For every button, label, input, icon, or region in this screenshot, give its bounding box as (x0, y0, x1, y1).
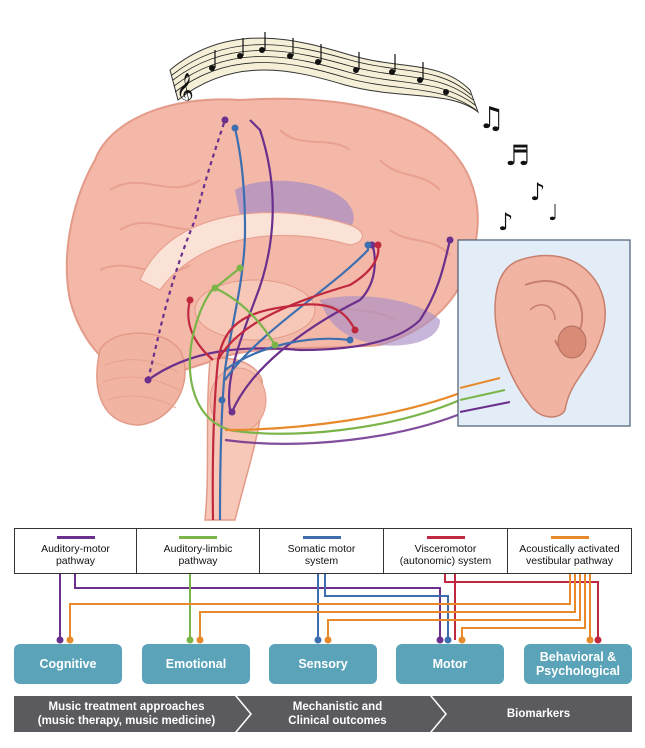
outcome-sensory: Sensory (269, 644, 377, 684)
pathway-label-line2: pathway (178, 554, 218, 567)
pathway-color-bar (426, 535, 465, 539)
svg-text:♪: ♪ (530, 178, 545, 206)
pathway-label-line1: Somatic motor (287, 542, 356, 555)
svg-text:♫: ♫ (478, 101, 505, 136)
pathway-color-bar (56, 535, 95, 539)
neural-pathways (144, 116, 481, 521)
outcome-motor: Motor (396, 644, 504, 684)
pathway-label-line2: system (304, 554, 339, 567)
brain-icon (65, 97, 479, 521)
outcome-emotional: Emotional (142, 644, 250, 684)
stage-line2: Clinical outcomes (288, 715, 387, 727)
outcome-label-line1: Behavioral & (539, 650, 617, 664)
svg-text:♪: ♪ (498, 208, 513, 236)
outcome-cognitive: Cognitive (14, 644, 122, 684)
pathway-color-bar (302, 535, 341, 539)
pathway-visceromotor: Visceromotor (autonomic) system (383, 528, 508, 574)
stage-line1: Mechanistic and (292, 701, 383, 713)
pathway-color-bar (550, 535, 589, 539)
stage-line1: Music treatment approaches (48, 701, 205, 713)
pathway-label-line2: (autonomic) system (399, 554, 492, 567)
outcome-behavioral-psychological: Behavioral & Psychological (524, 644, 632, 684)
pathway-label-line2: pathway (55, 554, 96, 567)
stage-treatment-approaches: Music treatment approaches (music therap… (14, 696, 239, 732)
pathway-connectors (59, 574, 599, 640)
pathway-label-line1: Acoustically activated (519, 542, 620, 555)
stage-outcomes: Mechanistic and Clinical outcomes (245, 696, 430, 732)
ear-icon (457, 239, 631, 427)
stage-biomarkers: Biomarkers (506, 708, 571, 720)
pathway-color-bar (179, 535, 217, 539)
pathway-auditory-motor: Auditory-motor pathway (14, 528, 137, 574)
svg-text:♬: ♬ (505, 139, 530, 172)
svg-text:𝄞: 𝄞 (176, 73, 194, 109)
pathway-vestibular: Acoustically activated vestibular pathwa… (507, 528, 632, 574)
stage-banner (14, 696, 632, 732)
outcome-label-line2: Psychological (535, 664, 621, 678)
pathway-auditory-limbic: Auditory-limbic pathway (136, 528, 260, 574)
pathway-label-line1: Visceromotor (414, 542, 477, 555)
connector-endpoints (56, 636, 602, 644)
eighth-note-icon: ♫ ♬ ♪ ♪ ♩ (478, 101, 558, 236)
pathway-label-line1: Auditory-motor (41, 542, 110, 555)
pathway-label-line2: vestibular pathway (526, 554, 613, 567)
pathway-somatic-motor: Somatic motor system (259, 528, 384, 574)
svg-text:♩: ♩ (548, 201, 558, 226)
stage-line2: (music therapy, music medicine) (37, 715, 216, 727)
pathway-label-line1: Auditory-limbic (163, 542, 233, 555)
music-staff-icon: 𝄞 (169, 32, 480, 114)
